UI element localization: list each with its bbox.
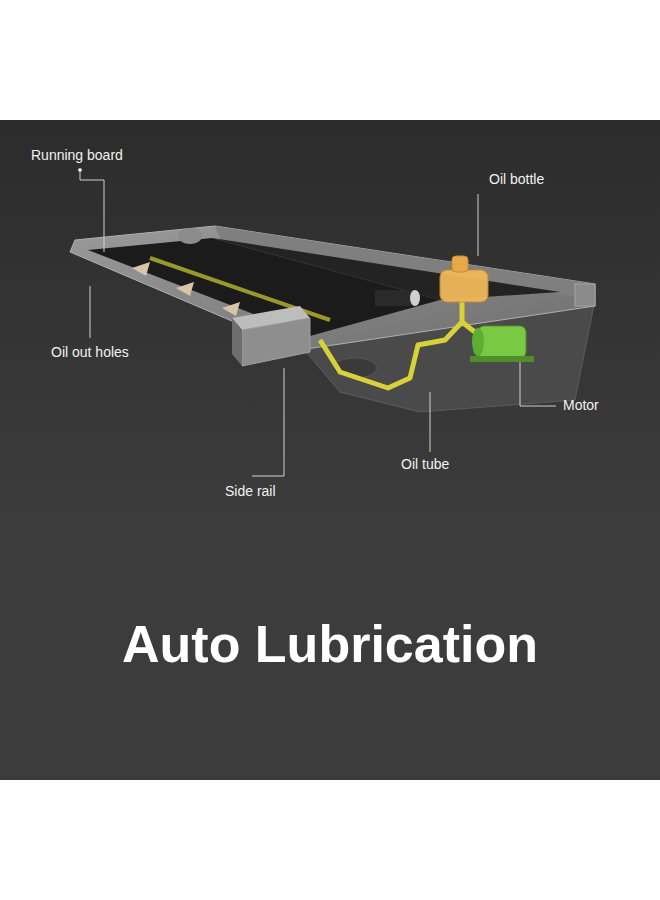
shaft-end <box>410 290 420 306</box>
motor-base <box>470 356 534 362</box>
roller <box>178 228 202 244</box>
leader-line <box>478 194 479 256</box>
oil-tube <box>320 300 462 388</box>
part-label: Oil bottle <box>489 171 544 187</box>
leader-dot <box>79 169 82 172</box>
leader-line <box>520 362 556 406</box>
oil-hole <box>222 302 240 316</box>
image-ground <box>0 120 660 552</box>
oil-bottle <box>440 270 488 302</box>
leader-line <box>80 172 104 252</box>
leader-line <box>252 368 284 476</box>
side-rail <box>242 318 310 366</box>
part-label: Running board <box>31 147 123 163</box>
oil-hole <box>176 282 194 296</box>
bottle-cap <box>452 256 468 272</box>
part-label: Motor <box>563 397 599 413</box>
drive-shaft <box>375 290 415 306</box>
rail-end <box>575 284 595 306</box>
title-band <box>0 552 660 780</box>
oil-hole <box>132 262 150 276</box>
part-label: Oil out holes <box>51 344 129 360</box>
title: Auto Lubrication <box>0 618 660 670</box>
leader-line <box>90 286 91 338</box>
leader-lines <box>79 169 557 477</box>
leader-line <box>430 392 431 452</box>
running-board <box>88 238 440 336</box>
motor-face <box>472 328 484 356</box>
part-label: Side rail <box>225 483 276 499</box>
side-rail-end <box>232 318 242 366</box>
part-label: Oil tube <box>401 456 449 472</box>
motor <box>478 326 526 358</box>
